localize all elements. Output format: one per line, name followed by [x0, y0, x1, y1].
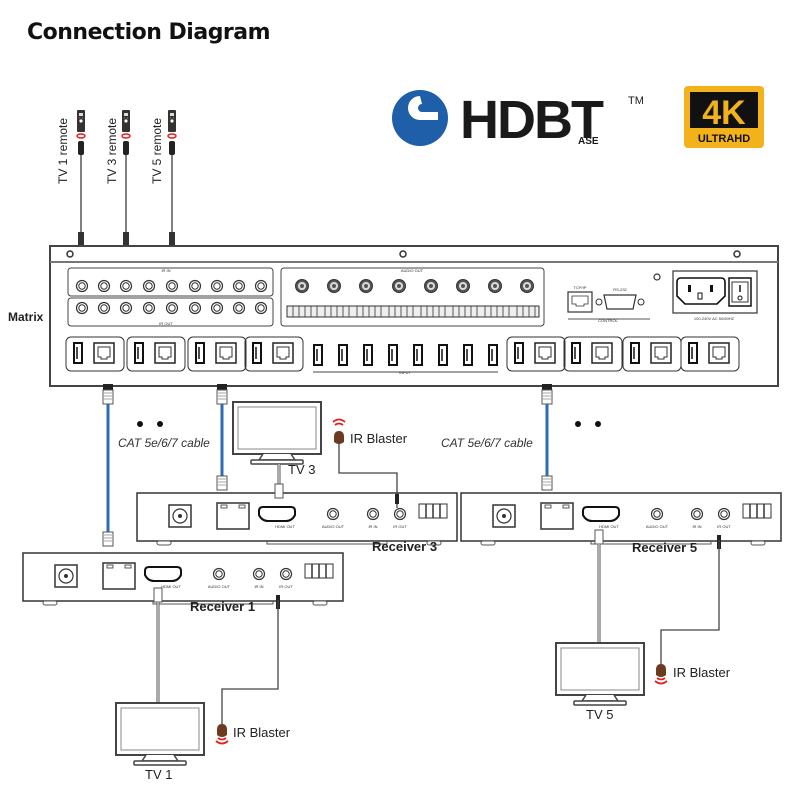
receiver-3-label: Receiver 3 [372, 539, 438, 554]
audio-out-label: AUDIO OUT [401, 268, 424, 273]
control-label: CONTROL [598, 318, 618, 323]
ir-cable-tv5 [654, 535, 721, 685]
tv-3-label: TV 3 [288, 462, 316, 477]
cat-cable-receiver5 [541, 389, 553, 491]
tv-1-label: TV 1 [145, 767, 173, 782]
receiver-3-device [137, 493, 457, 545]
receiver-1-label: Receiver 1 [190, 599, 256, 614]
ultrahd-text: ULTRAHD [698, 133, 750, 145]
cat-cable-receiver1 [102, 389, 114, 547]
ir-blaster-label-tv5: IR Blaster [673, 665, 731, 680]
ir-in-label: IR IN [161, 268, 170, 273]
ir-out-label: IR OUT [159, 321, 173, 326]
hdbaset-logo: HDBT ASE TM [390, 88, 650, 150]
matrix-label: Matrix [8, 310, 44, 324]
4k-text: 4K [702, 94, 746, 132]
tv-1 [115, 702, 205, 766]
matrix-chassis: IR IN IR OUT AUDIO OUT TCP/IP RS-232 CON… [49, 245, 779, 387]
receiver-1-device [23, 553, 343, 605]
tv-5-label: TV 5 [586, 707, 614, 722]
cat-cable-receiver3 [216, 389, 228, 491]
remote-tv5 [167, 109, 177, 250]
hdmi-cable-tv1 [153, 587, 163, 705]
hdbaset-text: HDBT [460, 90, 604, 148]
ir-blaster-tv3 [332, 418, 399, 508]
audio-terminal-blocks [286, 305, 540, 318]
remote-tv3 [121, 109, 131, 250]
ir-blaster-label-tv1: IR Blaster [233, 725, 291, 740]
page-title: Connection Diagram [27, 20, 271, 45]
remote-tv1 [76, 109, 86, 250]
tcpip-label: TCP/IP [574, 285, 587, 290]
rs232-label: RS-232 [613, 287, 627, 292]
hdbaset-sub: ASE [578, 136, 599, 147]
4k-ultrahd-logo: 4K ULTRAHD [684, 86, 764, 148]
cat-cable-label-left: CAT 5e/6/7 cable [118, 436, 210, 450]
receiver-5-label: Receiver 5 [632, 540, 698, 555]
input-label: INPUT [399, 370, 412, 375]
power-label: 100-240V AC 50/60HZ [694, 316, 735, 321]
ir-cable-tv1 [215, 595, 280, 745]
receiver-5-device [461, 493, 781, 545]
hdbaset-tm: TM [628, 95, 644, 107]
tv-5 [555, 642, 645, 706]
tv-3 [232, 401, 322, 499]
cat-cable-label-right: CAT 5e/6/7 cable [441, 436, 533, 450]
ir-blaster-label-tv3: IR Blaster [350, 431, 408, 446]
hdmi-cable-tv5 [594, 529, 604, 645]
